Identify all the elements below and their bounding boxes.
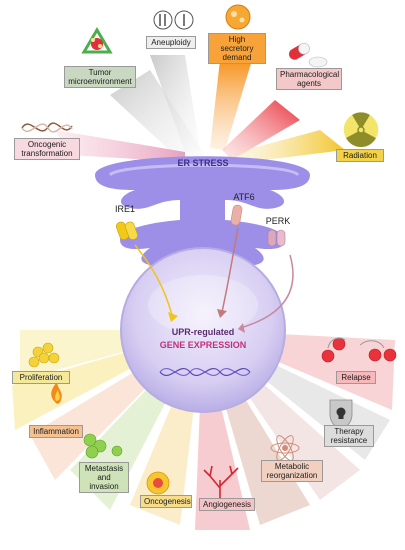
atf6-label: ATF6	[233, 192, 254, 202]
perk-label: PERK	[266, 216, 291, 226]
nucleus-label-line1: UPR-regulated	[172, 327, 235, 337]
ire1-label: IRE1	[115, 204, 135, 214]
atf6-signal-arrow	[221, 227, 239, 313]
proliferation-icon	[28, 342, 60, 368]
relapse-cells-icon	[321, 337, 397, 363]
pill-icon	[288, 42, 328, 68]
radiation-label: Radiation	[336, 149, 384, 162]
endoplasmic-reticulum	[95, 156, 310, 266]
relapse-label: Relapse	[336, 371, 376, 384]
arrow-oncogenic	[55, 130, 185, 162]
blood-vessel-icon	[203, 465, 239, 500]
arrow-radiation	[238, 130, 345, 163]
arrow-pharmacological	[222, 100, 300, 160]
ire1-signal-arrow	[134, 244, 173, 316]
radiation-icon	[343, 112, 379, 147]
recycle-icon	[81, 27, 113, 54]
perk-sensor-icon	[267, 229, 286, 247]
oncogenesis-label: Oncogenesis	[140, 495, 192, 508]
dna-helix-icon	[159, 368, 251, 376]
er-stress-label: ER STRESS	[177, 158, 228, 168]
arrow-aneuploidy	[150, 55, 200, 152]
ire1-sensor-icon	[115, 221, 138, 240]
aneuploidy-label: Aneuploidy	[146, 36, 196, 49]
nucleus-label-line2: GENE EXPRESSION	[160, 340, 247, 350]
dna-transformation-icon	[21, 122, 73, 133]
secretory-cell-icon	[225, 4, 251, 30]
arrow-secretory-demand	[210, 60, 252, 150]
inflammation-label: Inflammation	[29, 425, 83, 438]
shield-skull-icon	[329, 399, 353, 431]
oncogenesis-icon	[146, 471, 170, 495]
perk-signal-arrow	[239, 254, 294, 329]
metastasis-icon	[83, 433, 123, 459]
flame-icon	[51, 382, 62, 404]
aneuploidy-icon	[153, 10, 194, 30]
atf6-sensor-icon	[230, 204, 243, 226]
angiogenesis-label: Angiogenesis	[199, 498, 255, 511]
stressor-arrows	[55, 55, 345, 163]
proliferation-label: Proliferation	[12, 371, 70, 384]
